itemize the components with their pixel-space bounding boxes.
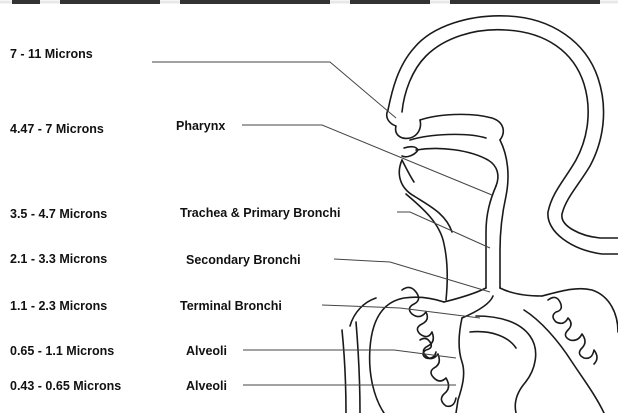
- size-label: 0.65 - 1.1 Microns: [10, 344, 114, 358]
- size-label: 3.5 - 4.7 Microns: [10, 207, 107, 221]
- title-fragment: [0, 0, 618, 4]
- size-label: 1.1 - 2.3 Microns: [10, 299, 107, 313]
- leader-lines: [152, 62, 492, 385]
- chest-wall: [342, 298, 376, 413]
- airway: [444, 140, 542, 318]
- leader-line-5: [322, 305, 480, 318]
- region-label-pharynx: Pharynx: [176, 119, 225, 133]
- region-label-secondary-bronchi: Secondary Bronchi: [186, 253, 301, 267]
- size-label: 2.1 - 3.3 Microns: [10, 252, 107, 266]
- size-label: 4.47 - 7 Microns: [10, 122, 104, 136]
- region-label-alveoli: Alveoli: [186, 379, 227, 393]
- size-labels: 7 - 11 Microns 4.47 - 7 Microns 3.5 - 4.…: [10, 47, 121, 393]
- leader-line-1: [152, 62, 396, 118]
- head-outline: [387, 16, 618, 300]
- leader-line-4: [334, 259, 490, 292]
- region-label-terminal-bronchi: Terminal Bronchi: [180, 299, 282, 313]
- size-label: 7 - 11 Microns: [10, 47, 93, 61]
- region-label-alveoli: Alveoli: [186, 344, 227, 358]
- alveolar-region: [456, 316, 536, 413]
- region-labels: Pharynx Trachea & Primary Bronchi Second…: [176, 119, 340, 393]
- leader-line-2: [242, 125, 492, 195]
- region-label-trachea: Trachea & Primary Bronchi: [180, 206, 340, 220]
- right-lung: [524, 289, 618, 413]
- size-label: 0.43 - 0.65 Microns: [10, 379, 121, 393]
